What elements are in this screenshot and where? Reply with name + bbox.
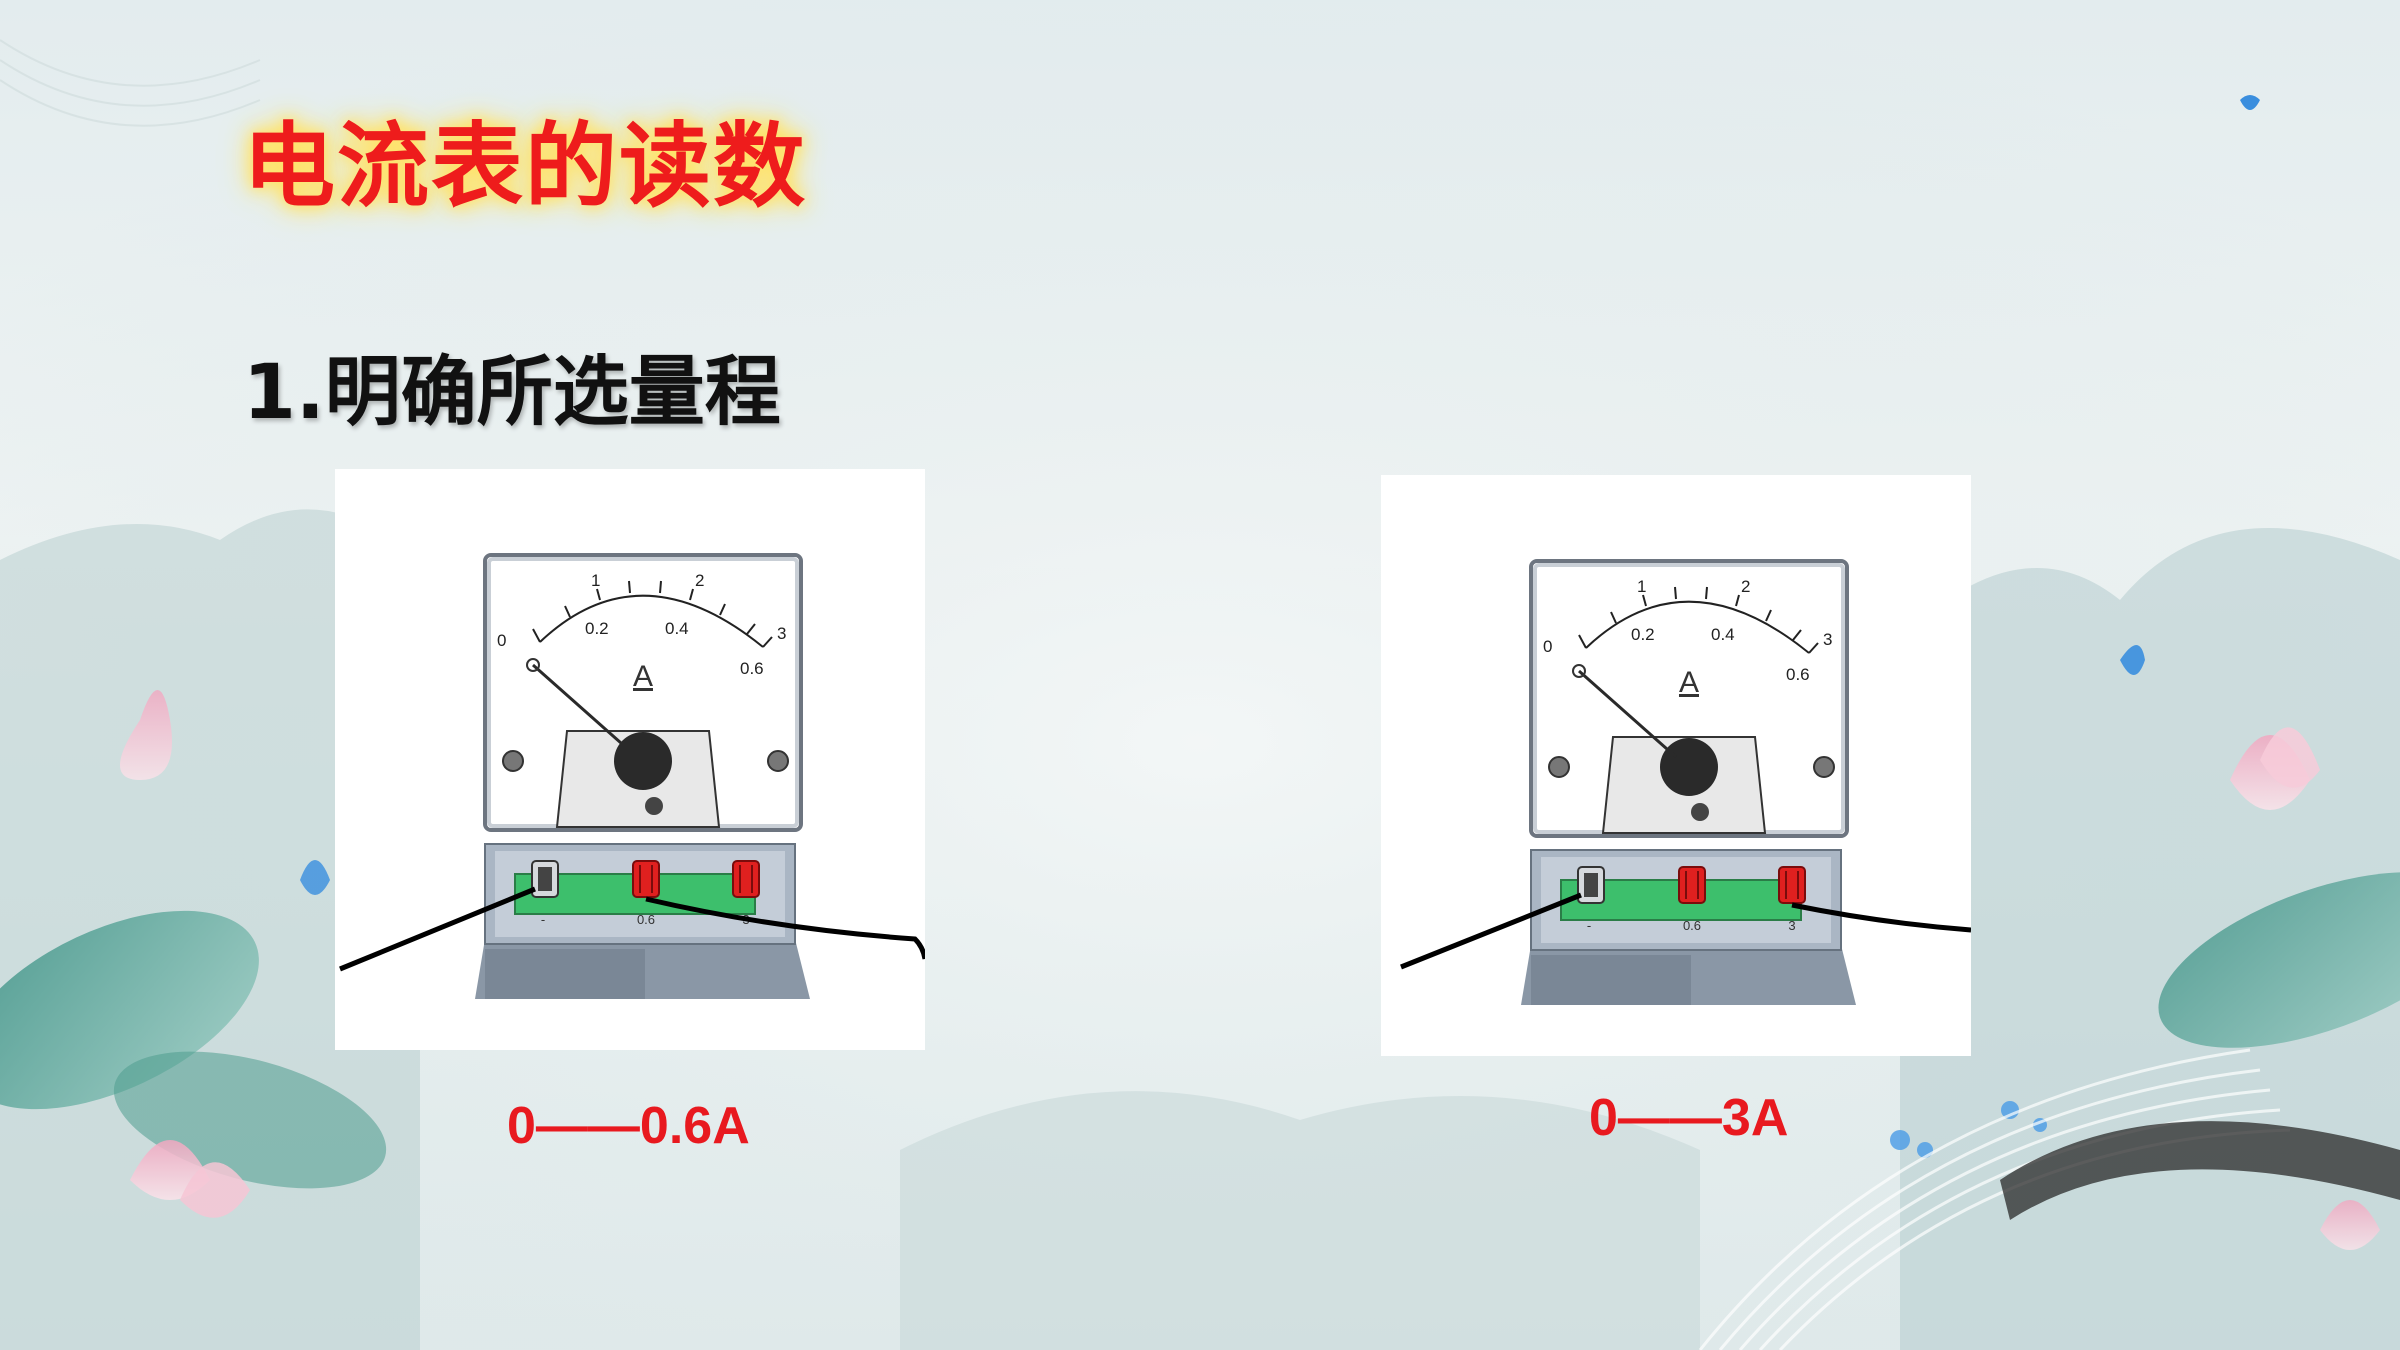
terminal-3[interactable] [732,860,760,898]
wire-right [645,896,925,960]
scale-top-0: 0 [497,631,506,650]
terminal-0.6[interactable] [632,860,660,898]
terminal-label-3: 3 [1788,918,1795,933]
meter-needle [1578,669,1677,759]
unit-label: A [1679,666,1699,699]
meter-needle [532,663,631,753]
scale-top-2: 2 [695,571,704,590]
range-label-2: 0——3A [1589,1089,1789,1147]
terminal-0.6[interactable] [1678,866,1706,904]
scale-bottom-06: 0.6 [1786,665,1810,684]
scale-bottom-04: 0.4 [665,619,689,638]
wire-right [1791,902,1971,933]
scale-bottom-02: 0.2 [1631,625,1655,644]
terminal-3[interactable] [1778,866,1806,904]
terminal-label-neg: - [541,912,545,927]
scale-top-3: 3 [777,624,786,643]
slide-title: 电流表的读数 [243,113,808,220]
scale-bottom-02: 0.2 [585,619,609,638]
scale-top-1: 1 [591,571,600,590]
terminal-label-neg: - [1587,918,1591,933]
terminal-negative[interactable] [1577,866,1605,904]
wire-left [339,886,536,972]
scale-top-0: 0 [1543,637,1552,656]
scale-top-2: 2 [1741,577,1750,596]
wire-left [1400,892,1582,970]
range-label-1: 0——0.6A [507,1097,750,1155]
terminal-label-06: 0.6 [1683,918,1701,933]
unit-label: A [633,660,653,693]
scale-top-3: 3 [1823,630,1832,649]
ammeter-panel-2: - 0.6 3 0 1 2 3 0.2 0.4 0.6 A [1381,475,1971,1056]
subtitle: 1.明确所选量程 [243,347,781,436]
scale-bottom-06: 0.6 [740,659,764,678]
scale-top-1: 1 [1637,577,1646,596]
ammeter-illustration-1: - 0.6 3 0 1 2 3 0.2 0.4 0.6 A [339,553,925,999]
ammeter-panel-1: - 0.6 3 0 1 2 3 0.2 0.4 0.6 A [335,469,925,1050]
ammeter-illustration-2: - 0.6 3 0 1 2 3 0.2 0.4 0.6 A [1400,559,1971,1005]
terminal-label-06: 0.6 [637,912,655,927]
terminal-negative[interactable] [531,860,559,898]
scale-bottom-04: 0.4 [1711,625,1735,644]
